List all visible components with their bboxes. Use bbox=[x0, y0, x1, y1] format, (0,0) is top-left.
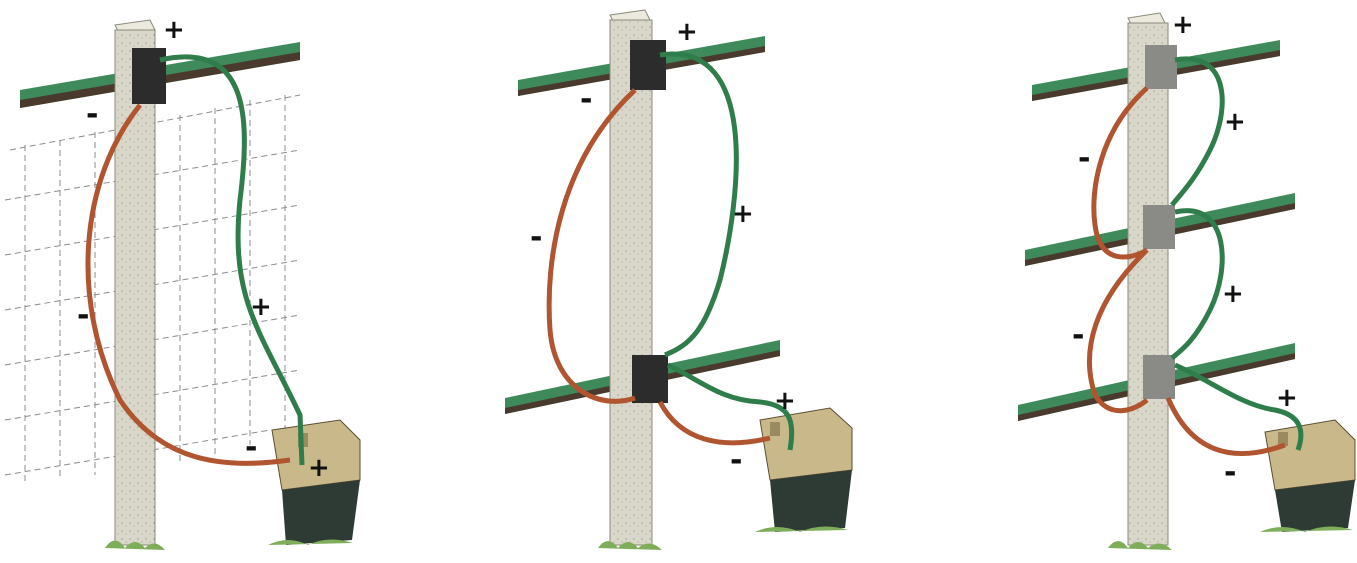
positive-label: + bbox=[1222, 279, 1244, 309]
negative-label: - bbox=[1078, 141, 1090, 176]
positive-label: + bbox=[676, 17, 698, 47]
panel-mesh-fence: + + + - - - bbox=[4, 15, 361, 550]
negative-wire bbox=[1087, 248, 1149, 414]
positive-wire bbox=[1170, 208, 1225, 360]
positive-label: + bbox=[1276, 383, 1298, 413]
positive-label: + bbox=[1224, 107, 1246, 137]
insulator-box bbox=[632, 355, 668, 403]
negative-wire bbox=[85, 103, 291, 466]
fence-post bbox=[598, 9, 662, 550]
battery-energizer bbox=[268, 419, 361, 545]
negative-label: - bbox=[1072, 318, 1084, 353]
battery-energizer bbox=[755, 407, 853, 532]
positive-wire bbox=[666, 362, 795, 451]
insulator-box bbox=[1143, 205, 1175, 249]
insulator-box bbox=[132, 48, 166, 104]
insulator-box bbox=[630, 40, 666, 90]
negative-label: - bbox=[245, 430, 257, 465]
fence-post bbox=[1108, 12, 1172, 550]
positive-wire bbox=[159, 54, 305, 466]
negative-label: - bbox=[530, 220, 542, 255]
positive-label: + bbox=[163, 15, 185, 45]
panel-three-rail-fence: + + + + - - - bbox=[1018, 10, 1356, 550]
panel-two-rail-fence: + + + - - - bbox=[505, 9, 853, 550]
positive-label: + bbox=[1172, 10, 1194, 40]
battery-energizer bbox=[1260, 419, 1356, 532]
positive-label: + bbox=[250, 292, 272, 322]
positive-label: + bbox=[732, 199, 754, 229]
negative-label: - bbox=[730, 443, 742, 478]
positive-label: + bbox=[774, 386, 796, 416]
negative-wire bbox=[1165, 397, 1286, 456]
negative-wire bbox=[1091, 86, 1149, 260]
negative-label: - bbox=[86, 97, 98, 132]
wire-mesh bbox=[4, 94, 301, 485]
positive-wire bbox=[1174, 362, 1304, 451]
fence-post bbox=[105, 19, 165, 550]
negative-label: - bbox=[77, 298, 89, 333]
negative-label: - bbox=[580, 82, 592, 117]
negative-wire bbox=[546, 88, 637, 404]
insulator-box bbox=[1145, 45, 1177, 89]
positive-wire bbox=[659, 51, 739, 358]
insulator-box bbox=[1143, 355, 1175, 399]
negative-wire bbox=[657, 400, 771, 446]
negative-label: - bbox=[1224, 455, 1236, 490]
positive-label: + bbox=[308, 453, 330, 483]
positive-wire bbox=[1170, 56, 1225, 207]
